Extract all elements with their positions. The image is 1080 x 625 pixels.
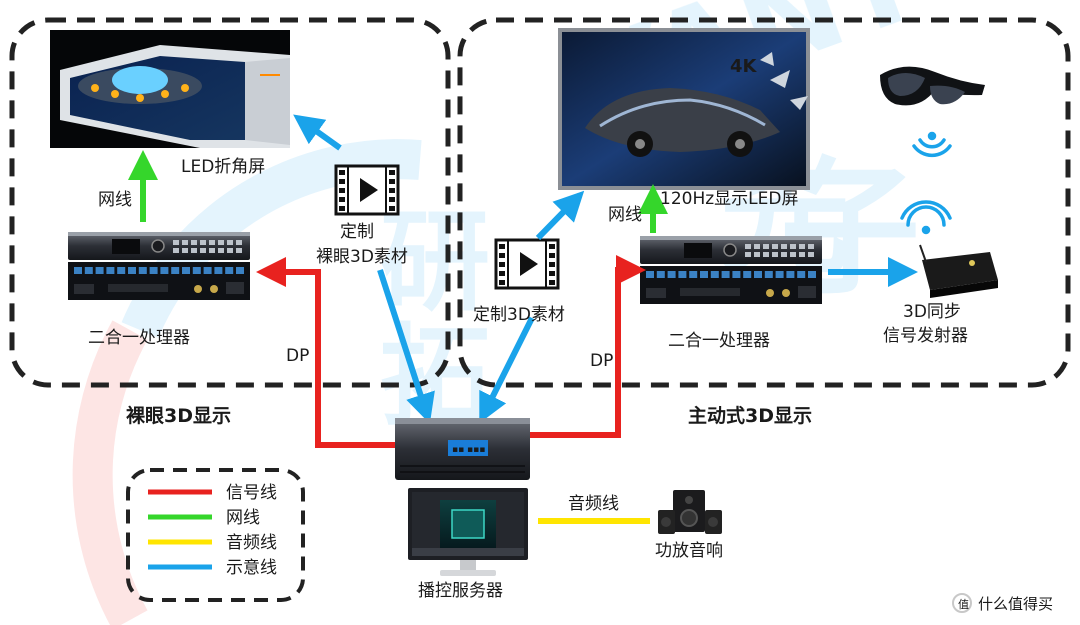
video-material-icon-right — [496, 240, 558, 288]
3d-glasses-icon — [880, 67, 985, 106]
watermark-site-text: 什么值得买 — [978, 595, 1053, 613]
monitor-device — [408, 488, 528, 576]
led-120hz-screen-label: 120Hz显示LED屏 — [660, 189, 798, 209]
schematic-line-4 — [538, 195, 580, 238]
led-corner-screen-image — [50, 30, 290, 148]
sync-emitter-label-2: 信号发射器 — [883, 326, 968, 346]
legend-label-2: 网线 — [226, 508, 260, 528]
processor-right-label: 二合一处理器 — [668, 331, 770, 351]
schematic-line-1 — [298, 118, 340, 148]
svg-text:值: 值 — [958, 598, 969, 611]
amplifier-label: 功放音响 — [655, 541, 723, 561]
legend-label-1: 信号线 — [226, 483, 277, 503]
playback-server-label: 播控服务器 — [418, 581, 503, 601]
active-3d-title: 主动式3D显示 — [688, 404, 812, 427]
screen-4k-badge: 4K — [730, 56, 758, 77]
playback-server-rack: ▪▪ ▪▪▪ — [395, 418, 530, 480]
video-material-icon-left — [336, 166, 398, 214]
network-label-left: 网线 — [98, 190, 132, 210]
corner-watermark: 值 什么值得买 — [953, 594, 1053, 613]
audio-line-label: 音频线 — [568, 494, 619, 514]
custom-naked-material-label-1: 定制 — [340, 222, 374, 242]
wifi-signal-icon-1 — [914, 134, 950, 156]
legend-label-4: 示意线 — [226, 558, 277, 578]
naked-eye-3d-title: 裸眼3D显示 — [126, 404, 231, 427]
dp-label-left: DP — [286, 346, 309, 366]
legend-label-3: 音频线 — [226, 533, 277, 553]
processor-left-label: 二合一处理器 — [88, 328, 190, 348]
led-corner-screen-label: LED折角屏 — [181, 157, 265, 177]
processor-left-device — [68, 232, 250, 300]
led-120hz-screen-image: 4K — [558, 28, 810, 190]
sync-emitter-device — [920, 245, 998, 298]
signal-line-left — [262, 272, 395, 445]
signal-line-right — [530, 270, 640, 435]
dp-label-right: DP — [590, 351, 613, 371]
sync-emitter-label-1: 3D同步 — [903, 302, 961, 322]
custom-3d-material-label: 定制3D素材 — [473, 305, 565, 325]
amplifier-speakers — [658, 490, 722, 534]
processor-right-device — [640, 236, 822, 304]
network-label-right: 网线 — [608, 205, 642, 225]
server-display-text: ▪▪ ▪▪▪ — [452, 445, 485, 455]
custom-naked-material-label-2: 裸眼3D素材 — [316, 247, 408, 267]
